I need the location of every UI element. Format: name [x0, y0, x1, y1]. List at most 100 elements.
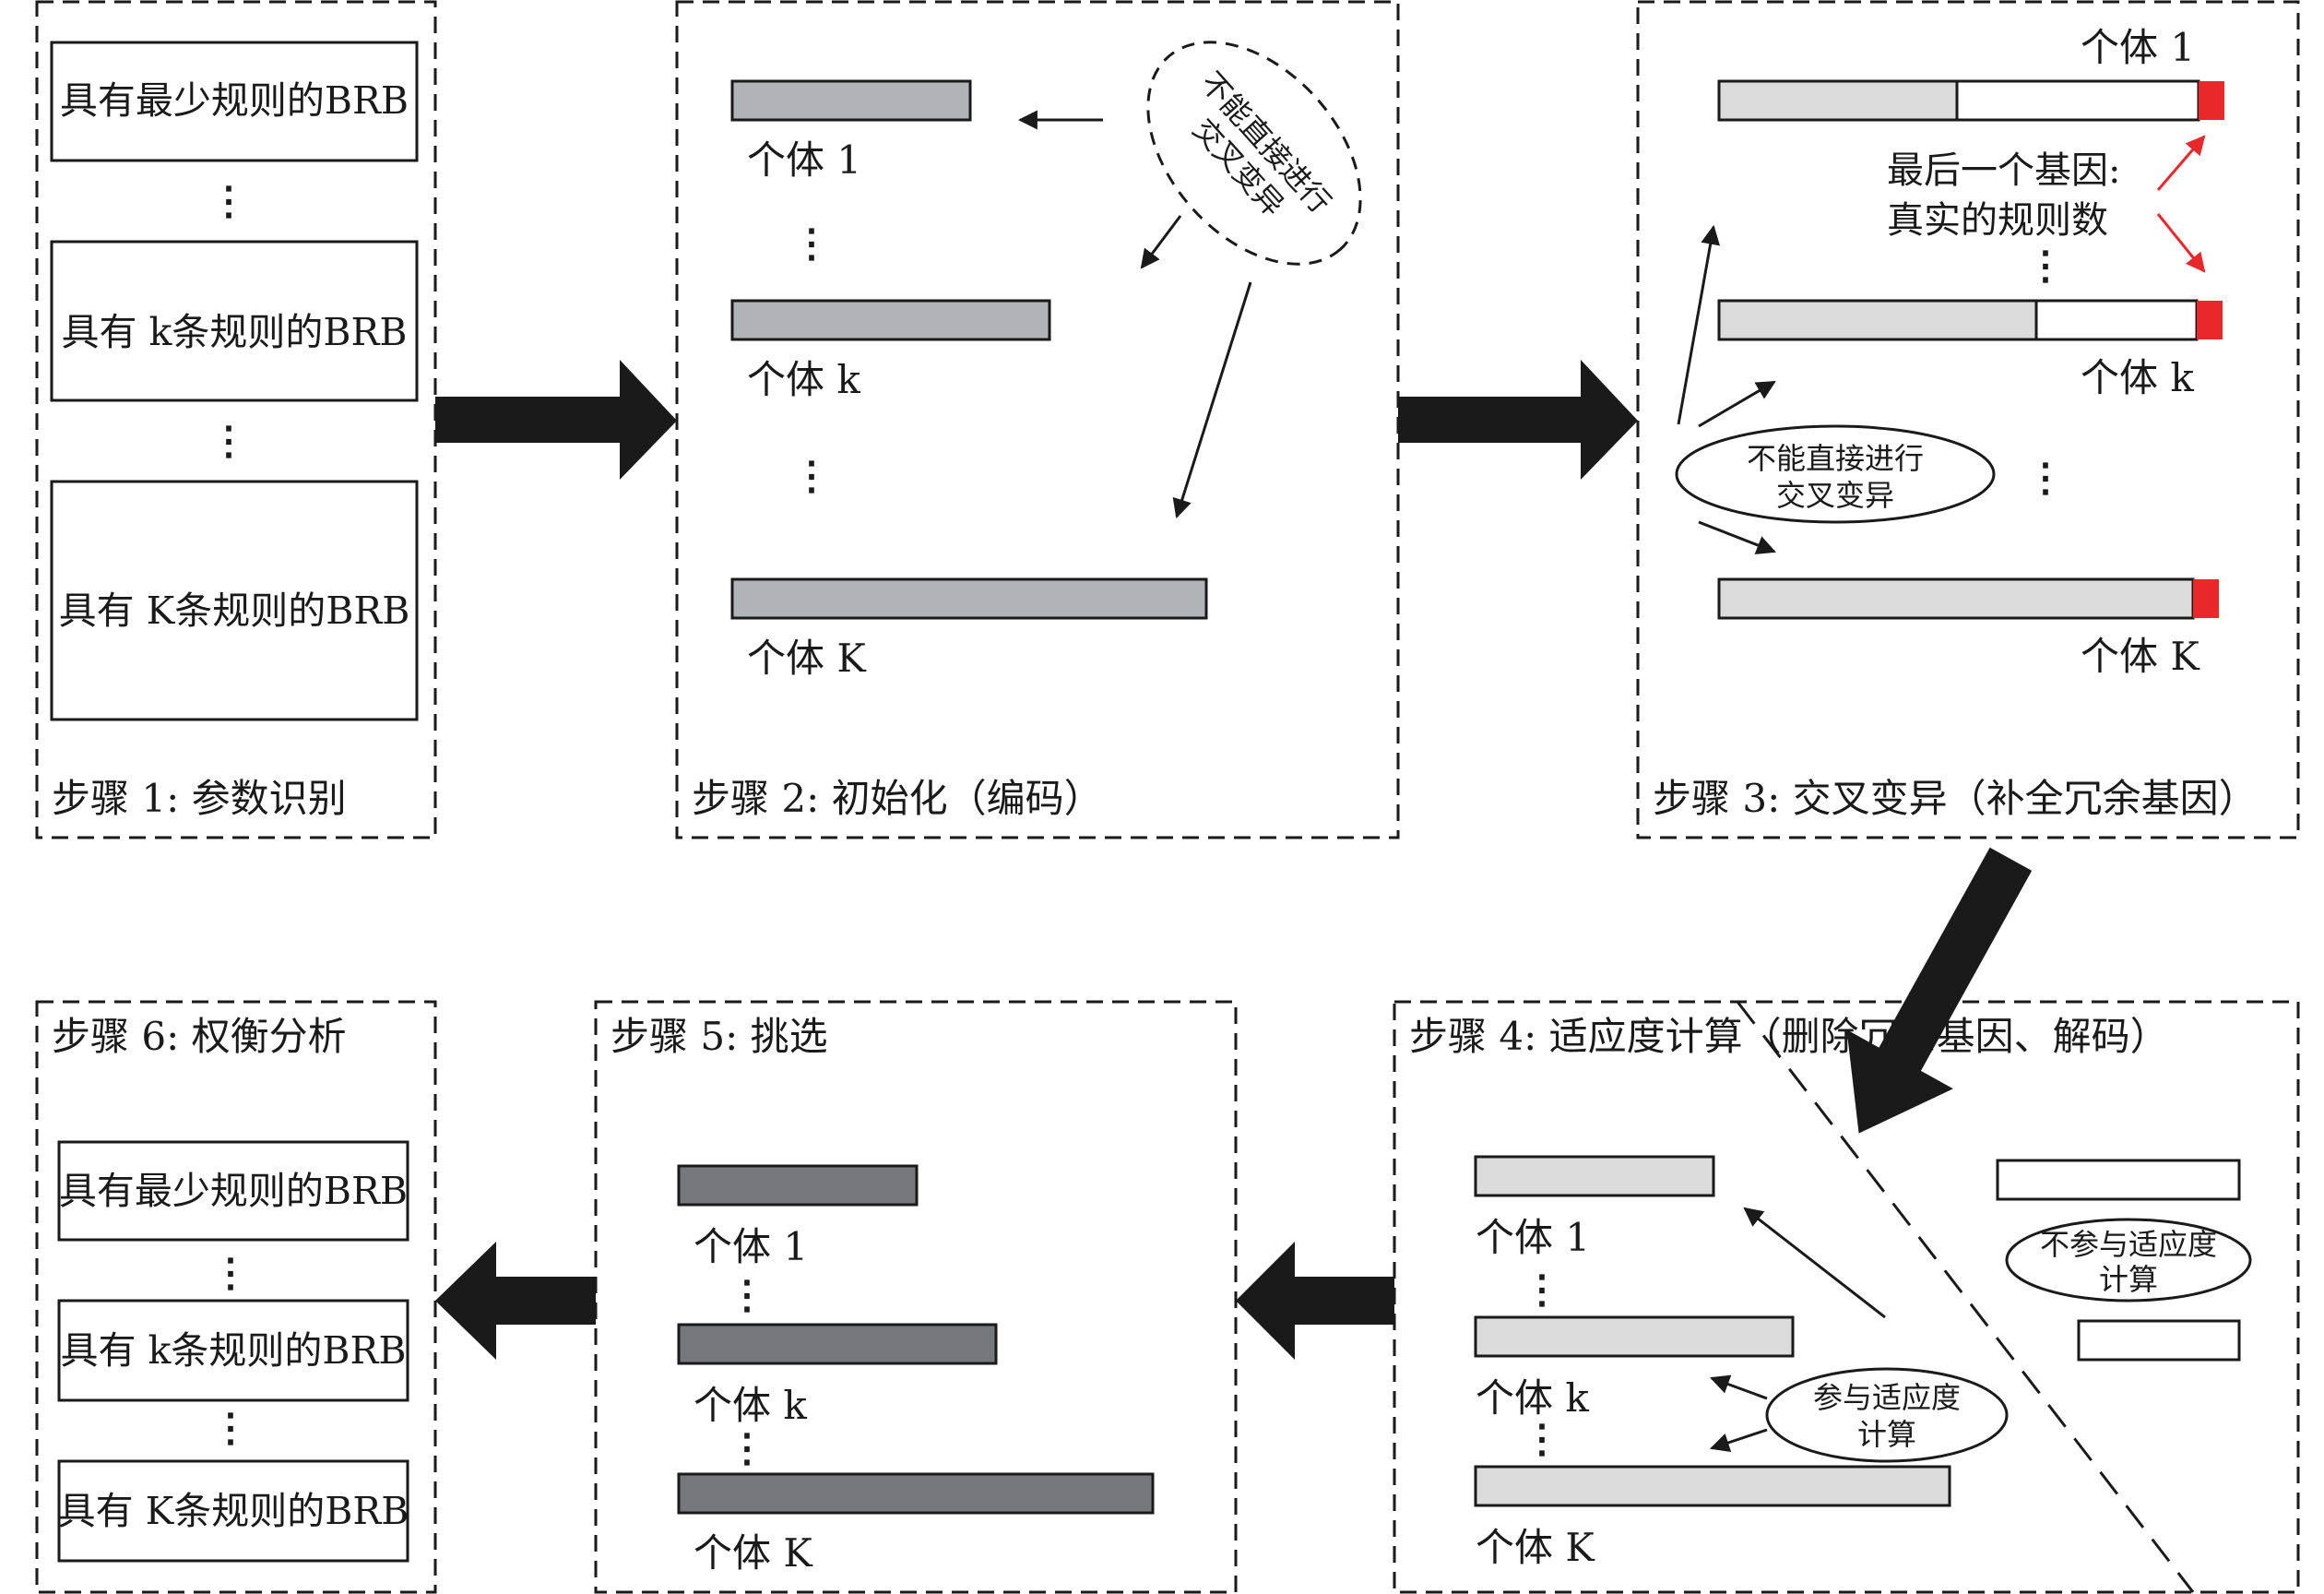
step3-border	[1636, 0, 2300, 839]
step4-arrow-to-bark	[1710, 1374, 1768, 1400]
step5-vdots-1: ⋮	[728, 1272, 766, 1317]
step4-bar-k	[1474, 1315, 1795, 1358]
step4-arrow-to-barK	[1710, 1428, 1768, 1452]
step3-ellipse-line1: 不能直接进行	[1747, 441, 1924, 476]
step2-cloud-outline	[1146, 41, 1362, 266]
step4-vdots-2: ⋮	[1523, 1416, 1561, 1461]
step2-bar-K	[730, 577, 1208, 620]
step1-box-min	[50, 41, 419, 162]
step3-bar-K-last-gene	[2193, 579, 2219, 618]
step3-label-K: 个体 K	[2081, 634, 2200, 679]
step4-redundant-bar-k	[2077, 1319, 2241, 1362]
step3-bar-k-redundant	[2034, 299, 2199, 341]
step6-box-min-label: 具有最少规则的BRB	[59, 1169, 408, 1213]
step3-arrow-to-bark	[1698, 380, 1776, 428]
step5-panel: 步骤 5: 挑选 个体 1 ⋮ 个体 k ⋮ 个体 K	[594, 1000, 1238, 1594]
step2-arrow-to-bark	[1140, 215, 1182, 269]
step5-label-1: 个体 1	[694, 1224, 808, 1269]
step2-bar-1	[730, 79, 972, 122]
step4-label-1: 个体 1	[1476, 1215, 1590, 1260]
step3-arrow-to-barK	[1698, 520, 1776, 554]
step3-note-line1: 最后一个基因:	[1887, 149, 2120, 192]
step1-box-K-label: 具有 K条规则的BRB	[59, 589, 410, 633]
step4-bar-K	[1474, 1465, 1951, 1507]
step2-title: 步骤 2: 初始化（编码）	[692, 776, 1103, 821]
arrow-step3-to-step4	[1846, 847, 2033, 1134]
step6-title: 步骤 6: 权衡分析	[52, 1014, 347, 1059]
step4-label-k: 个体 k	[1476, 1375, 1589, 1421]
step3-bar-k-last-gene	[2197, 301, 2223, 339]
step3-red-arrow-down	[2156, 213, 2206, 273]
step6-panel: 步骤 6: 权衡分析 具有最少规则的BRB ⋮ 具有 k条规则的BRB ⋮ 具有…	[35, 1000, 437, 1594]
step5-title: 步骤 5: 挑选	[611, 1014, 828, 1059]
step4-out-line1: 不参与适应度	[2040, 1227, 2217, 1262]
arrow-step5-to-step6	[435, 1242, 596, 1360]
step3-bar-1-last-gene	[2199, 81, 2224, 120]
step3-ellipse-line2: 交叉变异	[1776, 478, 1894, 513]
step4-in-line2: 计算	[1857, 1417, 1916, 1452]
step5-bar-K	[677, 1472, 1155, 1515]
arrow-step1-to-step2	[435, 360, 677, 480]
step3-label-k: 个体 k	[2081, 355, 2194, 400]
step3-panel: 个体 1 最后一个基因: 真实的规则数 ⋮ 个体 k ⋮ 不能直接进行 交叉变异…	[1636, 0, 2300, 839]
step1-vdots-1: ⋮	[209, 178, 248, 223]
step1-panel: 具有最少规则的BRB ⋮ 具有 k条规则的BRB ⋮ 具有 K条规则的BRB 步…	[35, 0, 437, 839]
step5-vdots-2: ⋮	[728, 1425, 766, 1470]
step2-vdots-2: ⋮	[792, 453, 831, 498]
step2-label-K: 个体 K	[747, 636, 867, 681]
step5-border	[594, 1000, 1238, 1594]
step5-label-k: 个体 k	[694, 1383, 807, 1428]
step3-arrow-to-bar1	[1677, 224, 1721, 425]
step6-box-K	[57, 1459, 409, 1563]
step4-arrow-to-bar1	[1743, 1207, 1886, 1319]
step1-box-k-label: 具有 k条规则的BRB	[61, 310, 407, 354]
step6-vdots-2: ⋮	[211, 1405, 250, 1450]
step3-label-1: 个体 1	[2081, 25, 2195, 70]
step4-panel: 步骤 4: 适应度计算（删除冗余基因、解码） 个体 1 ⋮ 个体 k ⋮ 个体 …	[1393, 1000, 2300, 1594]
step2-label-k: 个体 k	[747, 357, 860, 402]
step5-bar-k	[677, 1323, 998, 1365]
step1-box-min-label: 具有最少规则的BRB	[60, 78, 409, 123]
step6-border	[35, 1000, 437, 1594]
step3-bar-1-genes	[1717, 79, 1959, 122]
step4-out-ellipse	[2005, 1218, 2252, 1303]
step2-bar-k	[730, 299, 1051, 341]
step4-split-line	[1736, 1001, 2195, 1593]
step3-ellipse	[1675, 424, 1996, 524]
step1-box-k	[50, 240, 419, 402]
step4-title: 步骤 4: 适应度计算（删除冗余基因、解码）	[1409, 1014, 2169, 1059]
step3-vdots-1: ⋮	[2026, 243, 2065, 288]
step4-in-line1: 参与适应度	[1813, 1380, 1961, 1415]
step6-vdots-1: ⋮	[211, 1250, 250, 1295]
arrow-step2-to-step3	[1398, 360, 1638, 480]
step3-vdots-2: ⋮	[2026, 455, 2065, 500]
step3-note-line2: 真实的规则数	[1887, 199, 2108, 242]
step6-box-min	[57, 1140, 409, 1242]
step4-label-K: 个体 K	[1476, 1525, 1595, 1570]
step4-bar-1	[1474, 1155, 1715, 1197]
step2-cloud: 不能直接进行 交叉变异	[1146, 41, 1362, 266]
step1-box-K	[50, 480, 419, 721]
step2-label-1: 个体 1	[747, 137, 861, 183]
step1-vdots-2: ⋮	[209, 418, 248, 463]
step3-title: 步骤 3: 交叉变异（补全冗余基因）	[1653, 776, 2258, 821]
step6-box-k	[57, 1299, 409, 1402]
step2-panel: 个体 1 ⋮ 个体 k ⋮ 个体 K 不能直接进行 交叉变异 步骤 2: 初始化…	[675, 0, 1400, 839]
step2-arrow-to-barK	[1172, 281, 1252, 519]
step5-label-K: 个体 K	[694, 1530, 813, 1576]
step3-bar-1-redundant	[1955, 79, 2200, 122]
step3-red-arrow-up	[2156, 135, 2206, 191]
step4-out-line2: 计算	[2099, 1262, 2158, 1297]
step4-in-ellipse	[1765, 1367, 2009, 1463]
step2-vdots-1: ⋮	[792, 220, 831, 266]
step3-bar-K-genes	[1717, 577, 2195, 620]
step6-box-K-label: 具有 K条规则的BRB	[58, 1489, 409, 1533]
step4-redundant-bar-1	[1996, 1159, 2241, 1201]
step6-box-k-label: 具有 k条规则的BRB	[60, 1328, 406, 1373]
step5-bar-1	[677, 1164, 919, 1207]
arrow-step4-to-step5	[1236, 1242, 1394, 1360]
step4-vdots-1: ⋮	[1523, 1267, 1561, 1312]
step3-bar-k-genes	[1717, 299, 2038, 341]
step1-title: 步骤 1: 参数识别	[52, 776, 347, 821]
